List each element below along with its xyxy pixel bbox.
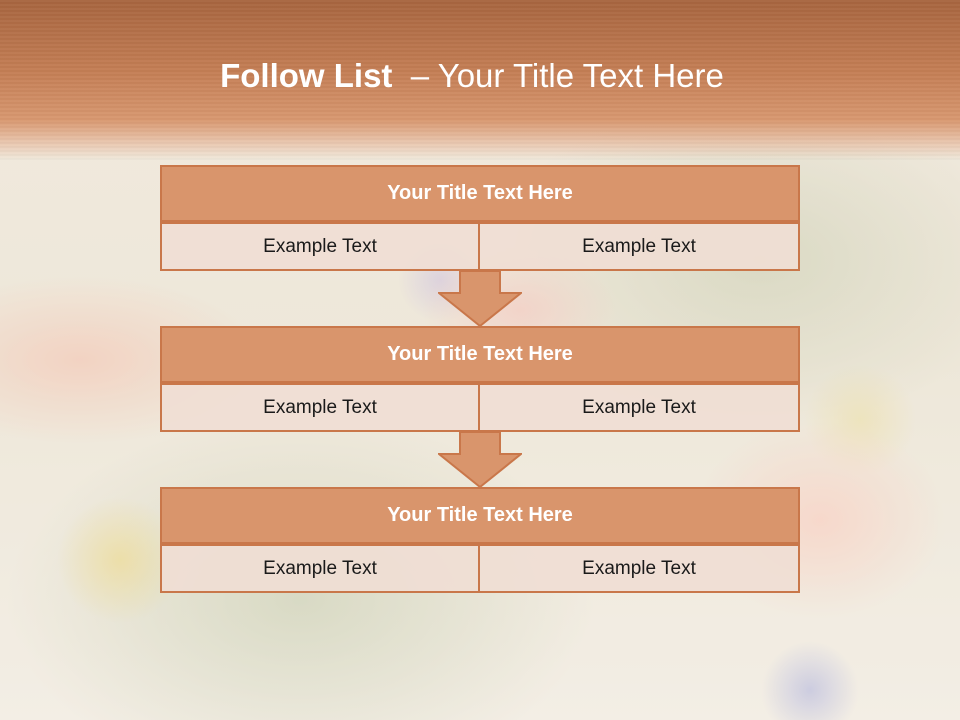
down-arrow-icon	[438, 271, 522, 327]
slide-title: Follow List – Your Title Text Here	[0, 56, 944, 96]
step-title: Your Title Text Here	[160, 487, 800, 544]
step-title: Your Title Text Here	[160, 165, 800, 222]
step-title: Your Title Text Here	[160, 326, 800, 383]
title-rest: – Your Title Text Here	[410, 57, 724, 94]
step-row: Example Text Example Text	[160, 222, 800, 271]
step-row: Example Text Example Text	[160, 383, 800, 432]
step-row: Example Text Example Text	[160, 544, 800, 593]
down-arrow-icon	[438, 432, 522, 488]
step-cell-right: Example Text	[480, 544, 800, 593]
step-cell-right: Example Text	[480, 222, 800, 271]
step-cell-left: Example Text	[160, 222, 480, 271]
title-band	[0, 0, 960, 160]
step-cell-left: Example Text	[160, 544, 480, 593]
step-cell-right: Example Text	[480, 383, 800, 432]
title-bold: Follow List	[220, 57, 393, 94]
step-cell-left: Example Text	[160, 383, 480, 432]
